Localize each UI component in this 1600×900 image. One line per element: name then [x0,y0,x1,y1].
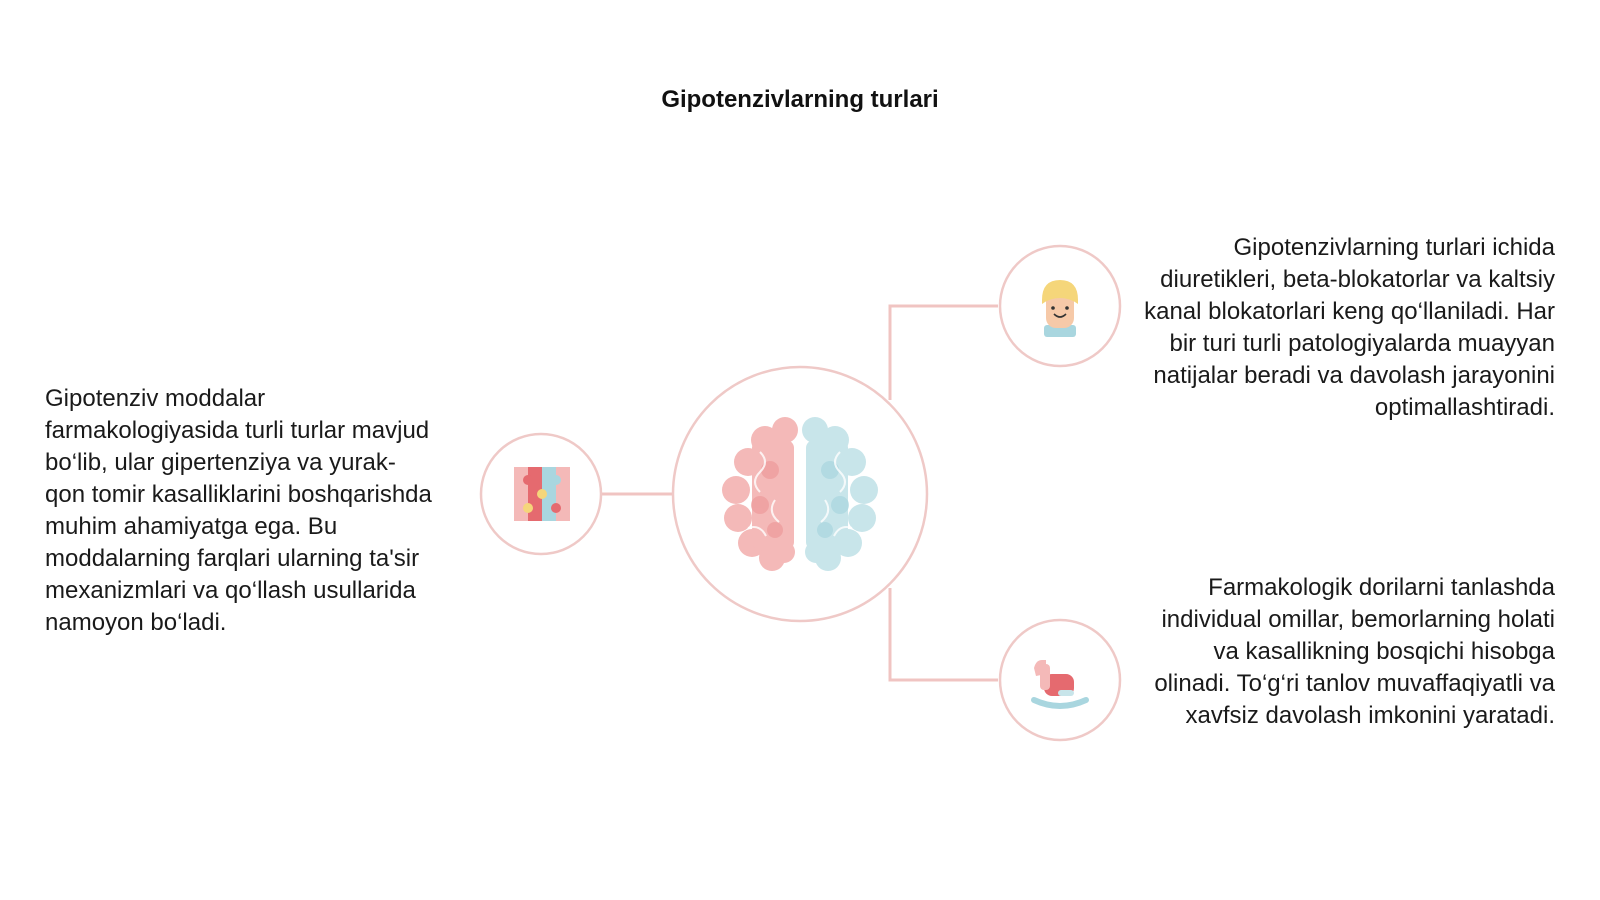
connector-right-top [888,304,998,400]
rocking-horse-icon [1031,660,1089,709]
right-top-description: Gipotenzivlarning turlari ichida diureti… [1144,234,1555,421]
page-title: Gipotenzivlarning turlari [661,86,939,113]
puzzle-icon [514,467,570,521]
connector-right-bottom [888,588,998,682]
connectors [602,304,998,682]
right-bottom-description: Farmakologik dorilarni tanlashda individ… [1154,574,1555,729]
left-description: Gipotenziv moddalar farmakologiyasida tu… [45,385,432,636]
center-node [671,365,929,623]
brain-icon [722,417,878,571]
child-face-icon [1042,280,1078,337]
